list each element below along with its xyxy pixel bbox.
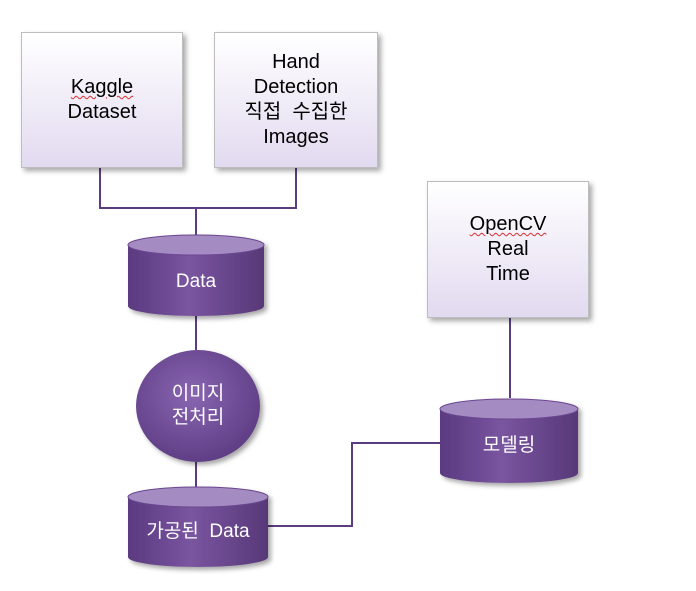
modeling-cylinder bbox=[439, 398, 579, 483]
opencv-line-3: Time bbox=[486, 263, 530, 285]
processed-data-label: 가공된 Data bbox=[146, 521, 250, 542]
hand-line-3: 직접 수집한 bbox=[244, 101, 348, 123]
kaggle-dataset-box: Kaggle Dataset bbox=[21, 32, 183, 168]
data-label: Data bbox=[175, 271, 217, 292]
opencv-line-2: Real bbox=[487, 238, 529, 260]
connectors bbox=[99, 168, 511, 527]
preprocess-circle bbox=[136, 350, 260, 462]
kaggle-line-1: Kaggle bbox=[70, 76, 134, 98]
hand-line-2: Detection bbox=[253, 76, 339, 98]
connector-processed-modeling bbox=[268, 442, 440, 527]
opencv-line-1: OpenCV bbox=[469, 213, 547, 235]
processed-data-cylinder bbox=[127, 486, 269, 567]
modeling-label: 모델링 bbox=[482, 435, 536, 456]
connector-hand-data bbox=[196, 168, 297, 209]
data-cylinder bbox=[127, 234, 265, 316]
preprocess-line-2: 전처리 bbox=[171, 407, 225, 428]
opencv-realtime-box: OpenCV Real Time bbox=[427, 181, 589, 318]
hand-line-4: Images bbox=[263, 126, 329, 148]
kaggle-line-2: Dataset bbox=[67, 101, 137, 123]
hand-detection-box: Hand Detection 직접 수집한 Images bbox=[214, 32, 378, 168]
connector-kaggle-data bbox=[99, 168, 197, 236]
hand-line-1: Hand bbox=[272, 51, 320, 73]
preprocess-line-1: 이미지 bbox=[171, 383, 225, 404]
preprocess-label: 이미지 전처리 bbox=[138, 376, 258, 436]
